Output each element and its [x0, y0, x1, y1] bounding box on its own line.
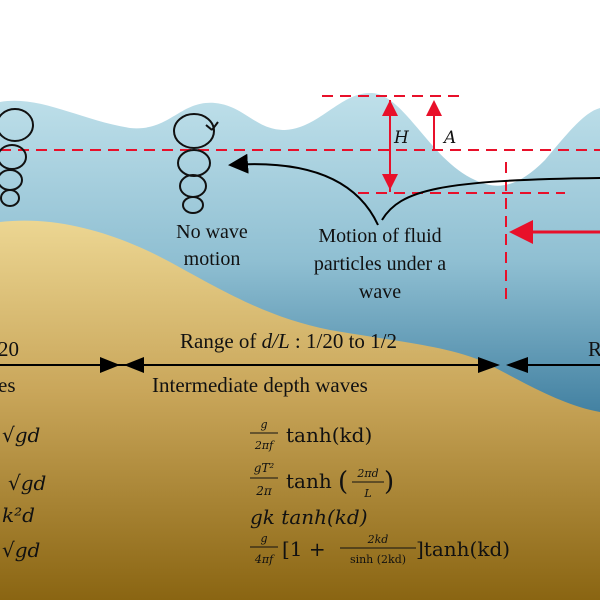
motion-label-2: particles under a [314, 253, 446, 275]
motion-label-3: wave [359, 281, 401, 303]
svg-text:√gd: √gd [2, 423, 40, 447]
svg-text:): ) [384, 467, 394, 497]
motion-label: Motion of fluid [318, 225, 441, 247]
no-wave-label: No wave [176, 221, 248, 243]
svg-text:tanh: tanh [286, 469, 332, 493]
motion-curve [381, 177, 600, 221]
svg-text:(: ( [338, 467, 348, 497]
particle-orbits-no-wave [173, 113, 219, 214]
svg-text:g: g [260, 418, 267, 431]
label-H: H [393, 128, 410, 148]
shallow-range-label: 20 [0, 337, 19, 361]
svg-text:2πf: 2πf [254, 439, 275, 452]
intermediate-formulas: g 2πf tanh(kd) gT² 2π tanh ( 2πd L ) gk … [250, 418, 510, 566]
svg-text:tanh(kd): tanh(kd) [286, 423, 372, 447]
intermediate-range-label: Range of d/L : 1/20 to 1/2 [180, 329, 397, 353]
svg-text:2π: 2π [255, 484, 273, 498]
svg-text:g: g [260, 532, 267, 545]
svg-text:√gd: √gd [8, 471, 46, 495]
svg-text:2πd: 2πd [356, 467, 378, 480]
svg-text:]tanh(kd): ]tanh(kd) [416, 537, 510, 561]
intermediate-waves-label: Intermediate depth waves [152, 373, 368, 397]
seabed-sand [0, 220, 600, 600]
svg-text:4πf: 4πf [254, 553, 275, 566]
reference-dashed-lines [0, 95, 600, 300]
height-arrows [382, 100, 600, 244]
label-A: A [442, 128, 456, 148]
svg-text:k²d: k²d [2, 503, 35, 527]
range-arrowheads [100, 357, 528, 373]
shallow-formulas: √gd √gd k²d √gd [2, 423, 46, 562]
svg-text:sinh (2kd): sinh (2kd) [350, 553, 406, 566]
svg-text:√gd: √gd [2, 538, 40, 562]
shallow-waves-label: es [0, 373, 16, 397]
svg-text:gT²: gT² [254, 461, 275, 475]
svg-text:[1 +: [1 + [282, 537, 326, 561]
particle-orbits-left [0, 108, 34, 207]
svg-text:L: L [363, 487, 371, 500]
motion-arrow [228, 153, 379, 226]
svg-text:2kd: 2kd [367, 533, 389, 546]
svg-text:gk tanh(kd): gk tanh(kd) [250, 505, 368, 529]
no-wave-label-2: motion [184, 248, 241, 270]
deep-range-label: R [588, 337, 600, 361]
